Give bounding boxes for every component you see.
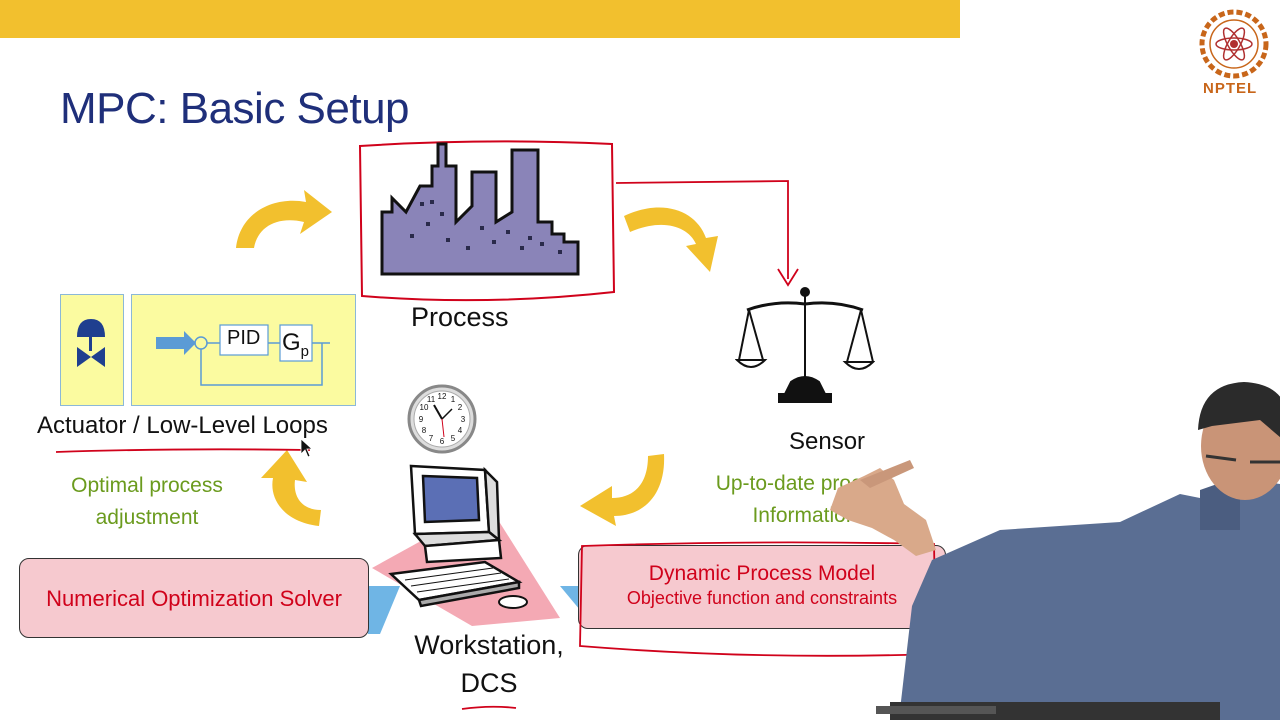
low-level-loop-box: PID Gp — [131, 294, 356, 406]
nptel-logo-icon — [1199, 9, 1269, 79]
process-label: Process — [411, 302, 509, 332]
curved-arrow-icon — [624, 207, 718, 272]
presenter-figure — [830, 382, 1280, 720]
gp-label: Gp — [282, 329, 309, 360]
workstation-label: Workstation, DCS — [400, 626, 578, 702]
svg-text:8: 8 — [422, 426, 427, 435]
gp-subscript: p — [300, 342, 310, 360]
svg-text:3: 3 — [461, 415, 466, 424]
top-accent-bar — [0, 0, 960, 38]
workstation-line-1: Workstation, — [414, 630, 564, 660]
svg-text:9: 9 — [419, 415, 424, 424]
svg-text:4: 4 — [458, 426, 463, 435]
svg-text:12: 12 — [438, 392, 447, 401]
optimal-adjustment-text: Optimal process adjustment — [58, 470, 236, 534]
svg-text:7: 7 — [429, 434, 434, 443]
process-to-sensor-annotation — [615, 180, 799, 287]
svg-text:11: 11 — [427, 395, 436, 404]
feedback-loop-diagram — [156, 324, 330, 386]
nptel-text: NPTEL — [1203, 80, 1258, 97]
factory-icon — [380, 142, 580, 276]
actuator-underline-annotation — [55, 448, 311, 453]
sensor-label: Sensor — [789, 428, 866, 455]
process-block — [356, 140, 616, 302]
solver-label: Numerical Optimization Solver — [46, 586, 342, 611]
actuator-label: Actuator / Low-Level Loops — [37, 412, 328, 439]
computer-icon — [388, 464, 528, 609]
valve-icon — [77, 319, 105, 367]
workstation-line-2: DCS — [460, 668, 518, 698]
mouse-cursor-icon — [300, 438, 314, 458]
numerical-optimization-solver-box: Numerical Optimization Solver — [19, 558, 369, 638]
dcs-underline-annotation — [461, 705, 517, 710]
pid-label: PID — [227, 327, 261, 349]
svg-text:2: 2 — [458, 403, 463, 412]
curved-arrow-icon — [580, 454, 665, 526]
svg-text:6: 6 — [440, 437, 445, 446]
model-subtitle: Objective function and constraints — [626, 588, 898, 608]
svg-text:10: 10 — [420, 403, 429, 412]
svg-text:5: 5 — [451, 434, 456, 443]
slide-title: MPC: Basic Setup — [60, 84, 410, 133]
curved-arrow-icon — [261, 450, 321, 526]
gp-main: G — [282, 329, 301, 356]
model-title: Dynamic Process Model — [648, 562, 876, 585]
nptel-logo: NPTEL — [1198, 8, 1270, 98]
curved-arrow-icon — [236, 190, 332, 248]
optimal-line-2: adjustment — [95, 506, 199, 529]
actuator-valve-box — [60, 294, 124, 406]
optimal-line-1: Optimal process — [71, 474, 223, 497]
scale-icon — [735, 287, 875, 403]
svg-text:1: 1 — [451, 395, 456, 404]
dynamic-process-model-box: Dynamic Process Model Objective function… — [578, 545, 946, 629]
